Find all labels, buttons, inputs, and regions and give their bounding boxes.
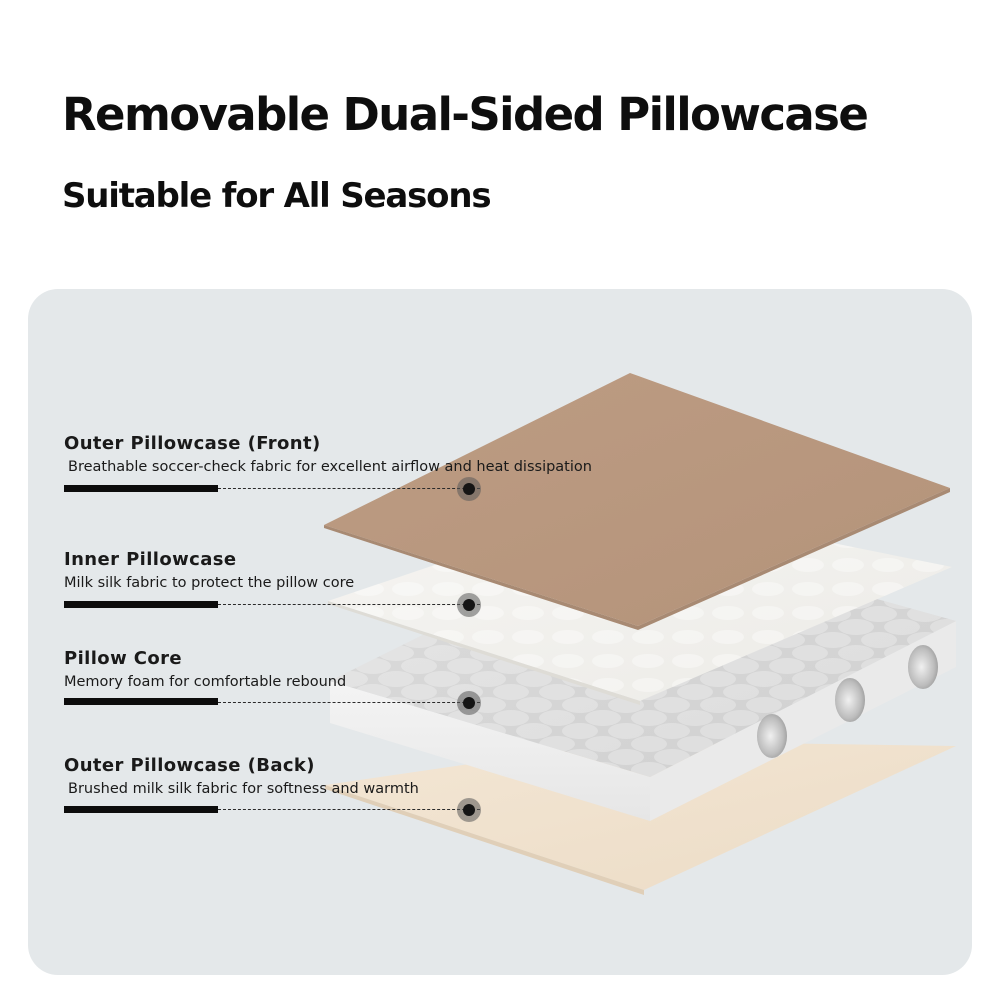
callout-description: Milk silk fabric to protect the pillow c… <box>64 575 355 591</box>
layer-diagram-panel: Outer Pillowcase (Front) Breathable socc… <box>28 289 972 975</box>
callout-leader-line <box>218 488 480 489</box>
callout-bar <box>64 698 218 705</box>
pillow-core-side-right <box>650 621 956 821</box>
callout-title: Outer Pillowcase (Back) <box>64 755 315 776</box>
callout-bar <box>64 806 218 813</box>
core-hole-2 <box>835 678 865 722</box>
page-subtitle: Suitable for All Seasons <box>62 176 492 216</box>
pillow-core-side-front <box>330 681 650 821</box>
callout-outer-front: Outer Pillowcase (Front) Breathable socc… <box>64 433 624 501</box>
callout-marker-dot <box>457 798 481 822</box>
callout-leader-line <box>218 604 480 605</box>
core-hole-3 <box>757 714 787 758</box>
callout-core: Pillow Core Memory foam for comfortable … <box>64 648 624 715</box>
callout-description: Breathable soccer-check fabric for excel… <box>68 459 592 475</box>
callout-title: Inner Pillowcase <box>64 549 237 570</box>
callout-leader-line <box>218 809 480 810</box>
callout-outer-back: Outer Pillowcase (Back) Brushed milk sil… <box>64 755 624 822</box>
callout-inner: Inner Pillowcase Milk silk fabric to pro… <box>64 549 624 617</box>
callout-bar <box>64 601 218 608</box>
callout-marker-dot <box>457 477 481 501</box>
page-title: Removable Dual-Sided Pillowcase <box>62 88 869 141</box>
callout-bar <box>64 485 218 492</box>
callout-marker-dot <box>457 691 481 715</box>
core-hole-1 <box>908 645 938 689</box>
callout-title: Pillow Core <box>64 648 183 669</box>
callout-leader-line <box>218 702 480 703</box>
front-pillowcase-layer <box>324 373 950 626</box>
pillow-layers-illustration <box>324 373 956 895</box>
callout-description: Brushed milk silk fabric for softness an… <box>68 781 419 797</box>
callout-description: Memory foam for comfortable rebound <box>64 674 347 690</box>
callout-title: Outer Pillowcase (Front) <box>64 433 321 454</box>
callout-marker-dot <box>457 593 481 617</box>
